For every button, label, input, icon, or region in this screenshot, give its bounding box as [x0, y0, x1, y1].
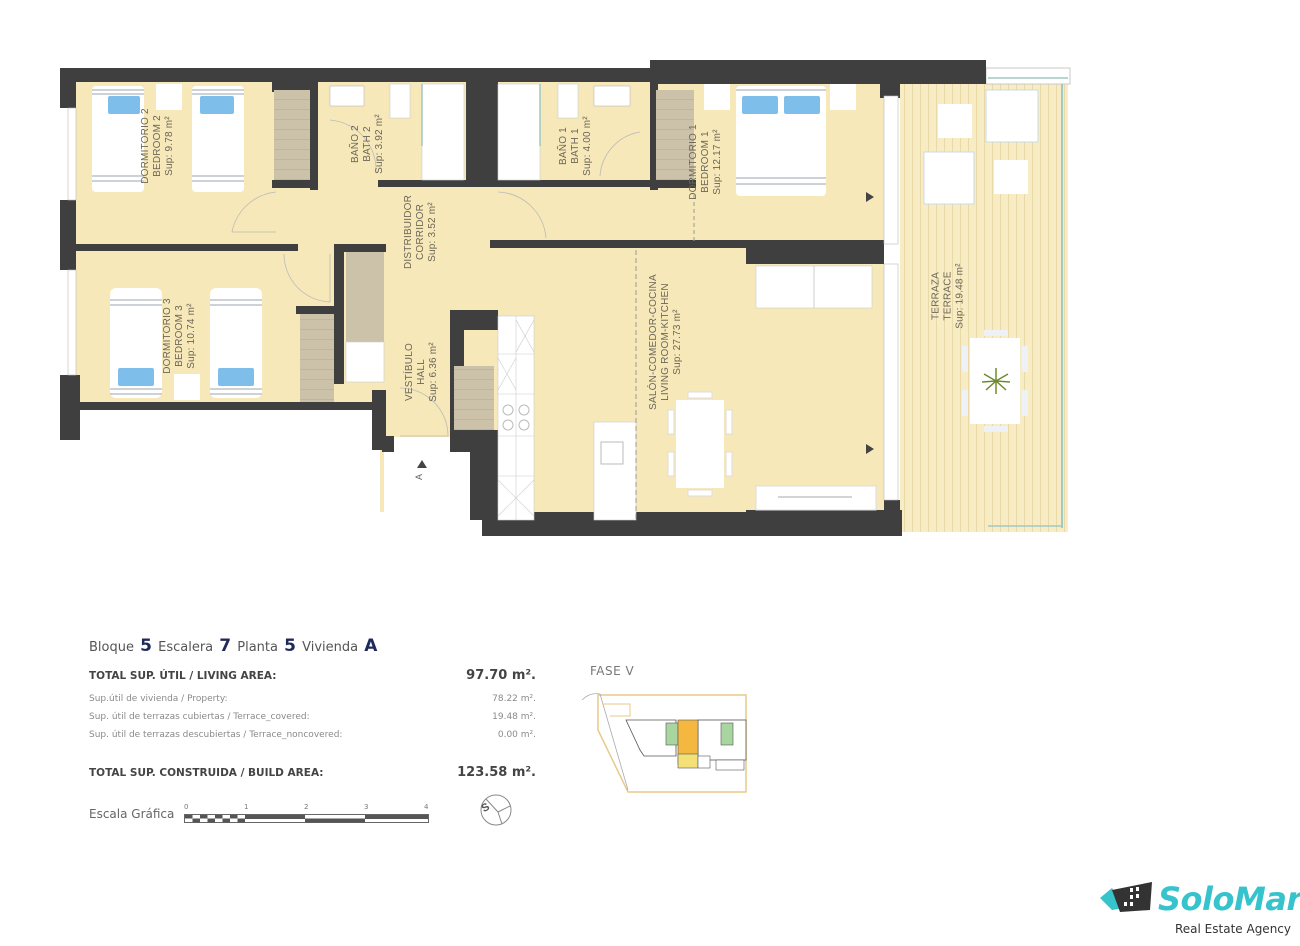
beds-bedroom3: [110, 288, 262, 400]
scale-tick: 3: [364, 803, 369, 811]
entrance-marker: A: [414, 473, 425, 481]
beds-bedroom2: [92, 84, 244, 192]
wardrobe-bedroom1: [656, 90, 694, 180]
room-label-terrace: TERRAZA TERRACE Sup: 19.48 m²: [930, 263, 966, 329]
scale-bar: [184, 814, 429, 823]
build-area-total-value: 123.58 m².: [457, 765, 536, 780]
logo-name: SoloMar: [1158, 880, 1300, 918]
wardrobe-hall: [454, 366, 494, 430]
door-swings: [231, 119, 641, 437]
room-label-bedroom2: DORMITORIO 2 BEDROOM 2 Sup: 9.78 m²: [139, 108, 175, 184]
terrace-covered-row: Sup. útil de terrazas cubiertas / Terrac…: [89, 712, 536, 722]
living-furniture: [667, 192, 877, 511]
vivienda-letter: A: [364, 636, 378, 656]
wardrobe-bedroom3: [300, 314, 334, 402]
terrace-deck: [900, 82, 1068, 532]
room-label-hall: VESTÍBULO HALL Sup: 6.36 m²: [403, 342, 439, 402]
terrace-furniture: [923, 89, 1039, 432]
living-area-total-value: 97.70 m².: [466, 668, 536, 683]
bloque-number: 5: [140, 636, 152, 656]
planta-number: 5: [284, 636, 296, 656]
unit-identifier: Bloque 5 Escalera 7 Planta 5 Vivienda A: [89, 636, 378, 656]
escalera-number: 7: [219, 636, 232, 656]
room-label-bedroom1: DORMITORIO 1 BEDROOM 1 Sup: 12.17 m²: [687, 124, 723, 200]
walls: [60, 60, 986, 536]
property-area-row: Sup.útil de vivienda / Property: 78.22 m…: [89, 694, 536, 704]
bed-bedroom1: [693, 84, 856, 244]
room-label-bath2: BAÑO 2 BATH 2 Sup: 3.92 m²: [349, 114, 385, 174]
scale-tick: 2: [304, 803, 309, 811]
logo-tagline: Real Estate Agency: [1175, 922, 1291, 936]
solomar-logo-icon: [1100, 882, 1152, 912]
site-plan-title: FASE V: [590, 664, 635, 678]
room-label-corridor: DISTRIBUIDOR CORRIDOR Sup: 3.52 m²: [403, 194, 439, 270]
room-label-living: SALÓN-COMEDOR-COCINA LIVING ROOM-KITCHEN…: [647, 274, 683, 410]
plant-icon: [981, 368, 1011, 394]
scale-tick: 4: [424, 803, 429, 811]
wardrobe-bedroom2: [274, 90, 310, 180]
entrance-arrow-icon: [417, 460, 427, 468]
scale-tick: 1: [244, 803, 249, 811]
room-label-bath1: BAÑO 1 BATH 1 Sup: 4.00 m²: [557, 116, 593, 176]
room-label-bedroom3: DORMITORIO 3 BEDROOM 3 Sup: 10.74 m²: [161, 298, 197, 374]
scale-tick: 0: [184, 803, 189, 811]
site-plan-map: [581, 693, 747, 793]
compass-icon: [480, 794, 512, 826]
living-area-total-row: TOTAL SUP. ÚTIL / LIVING AREA: 97.70 m².: [89, 668, 536, 683]
scale-label: Escala Gráfica: [89, 807, 175, 821]
kitchen-units: [497, 250, 637, 521]
floor-plan: [60, 60, 1071, 536]
build-area-total-row: TOTAL SUP. CONSTRUIDA / BUILD AREA: 123.…: [89, 765, 536, 780]
floor-plan-drawing: [60, 60, 1071, 536]
terrace-noncovered-row: Sup. útil de terrazas descubiertas / Ter…: [89, 730, 536, 740]
bath-fixtures: [329, 83, 631, 181]
